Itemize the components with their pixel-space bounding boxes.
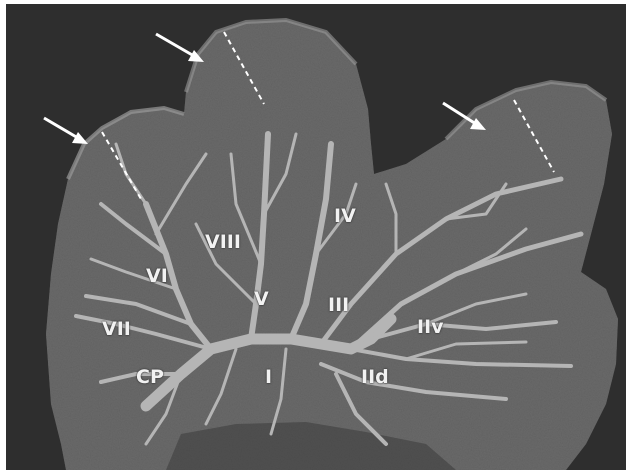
- label-i: I: [265, 368, 272, 387]
- label-vi: VI: [146, 267, 168, 286]
- label-vii: VII: [102, 320, 131, 339]
- grayscale-micrograph: VIII IV VI V III IIv VII CP I IId: [6, 4, 626, 470]
- label-v: V: [254, 290, 269, 309]
- label-viii: VIII: [205, 233, 241, 252]
- label-iid: IId: [361, 368, 389, 387]
- tissue-illustration: [6, 4, 626, 470]
- label-cp: CP: [136, 368, 164, 387]
- label-iiv: IIv: [417, 318, 444, 337]
- label-iv: IV: [334, 207, 356, 226]
- label-iii: III: [328, 296, 349, 315]
